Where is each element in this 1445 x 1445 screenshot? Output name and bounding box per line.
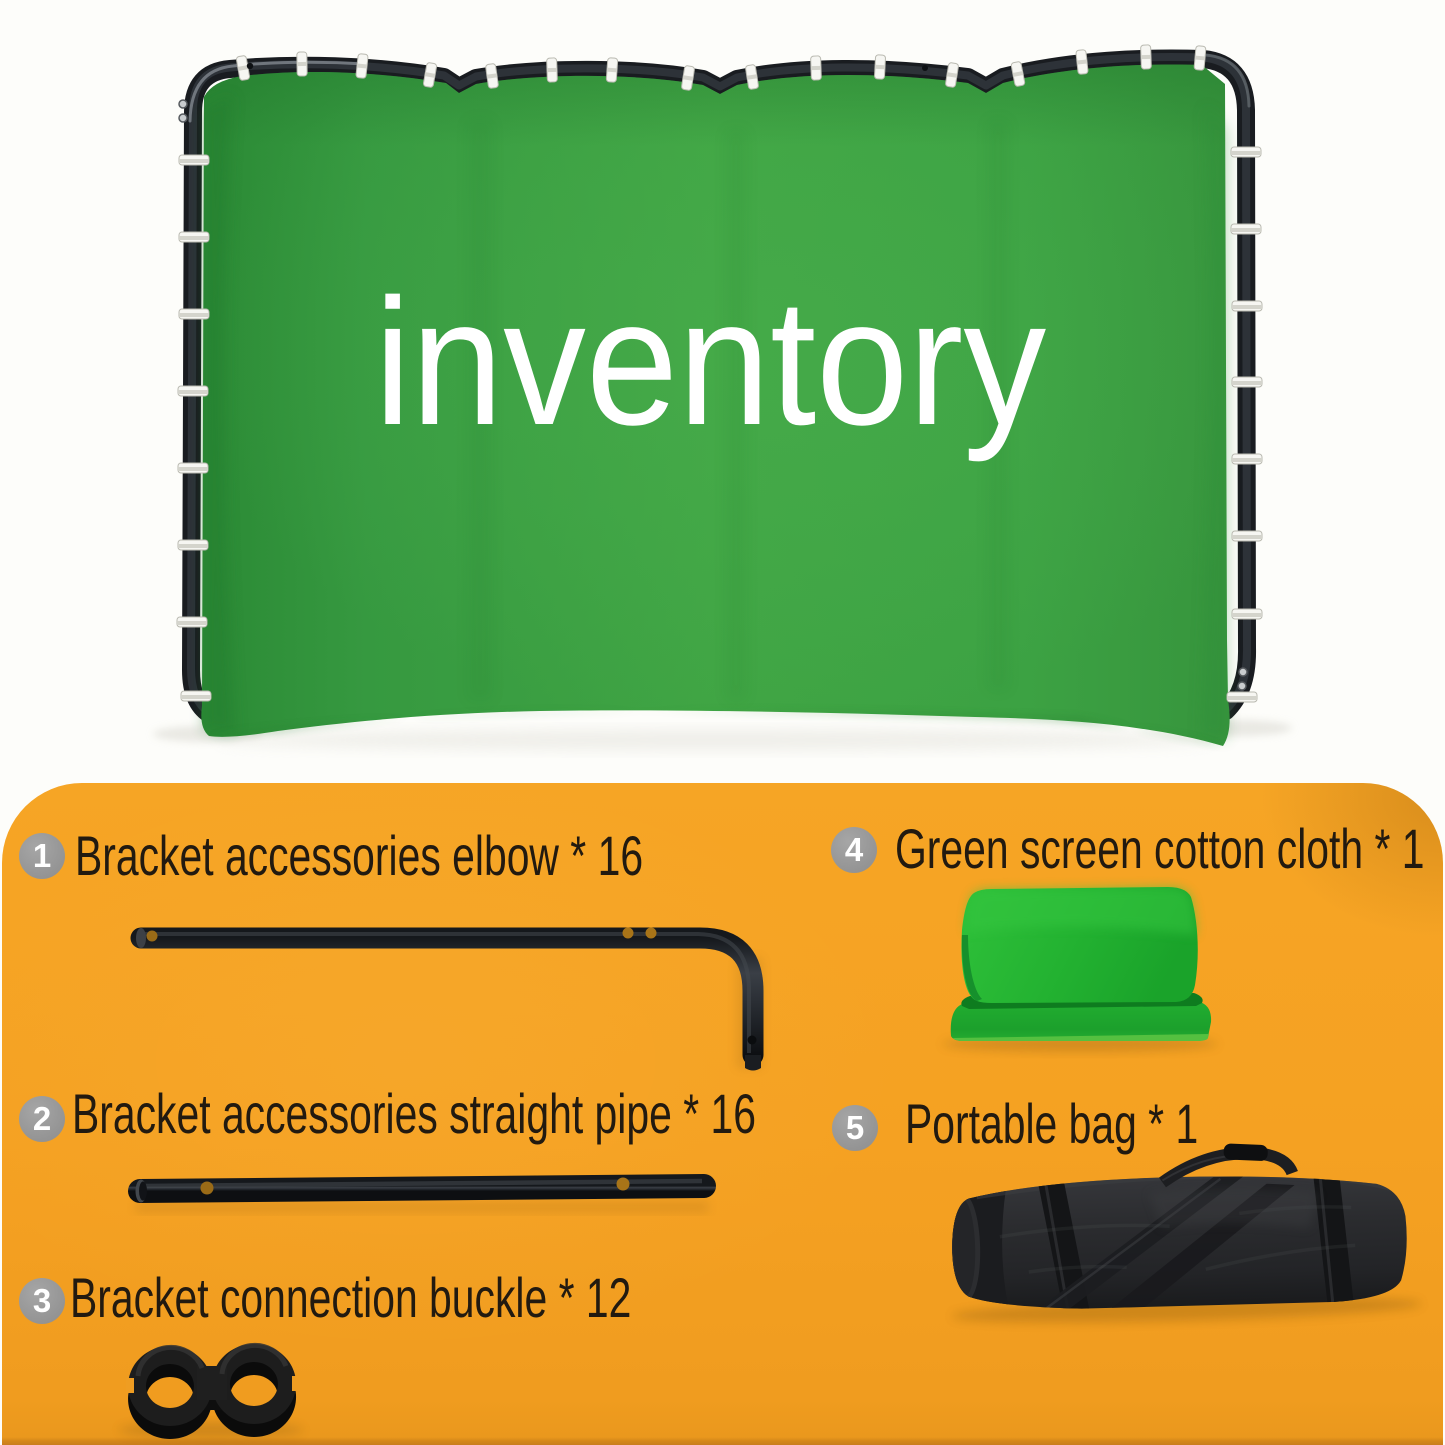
item-2-badge: 2 <box>19 1096 65 1142</box>
inventory-label: inventory <box>374 261 1046 463</box>
item-1-badge: 1 <box>19 833 65 879</box>
green-screen-cloth <box>201 64 1230 747</box>
item-5-badge: 5 <box>832 1105 878 1151</box>
backdrop-frame <box>182 49 1257 723</box>
item-3-label: Bracket connection buckle * 12 <box>70 1266 632 1329</box>
backdrop-photo: inventory <box>153 44 1292 750</box>
frame-bolts <box>178 62 1248 691</box>
item-5-label: Portable bag * 1 <box>905 1092 1199 1155</box>
parts-panel <box>2 783 1443 1445</box>
item-1-label: Bracket accessories elbow * 16 <box>75 824 644 887</box>
item-4-label: Green screen cotton cloth * 1 <box>895 817 1425 880</box>
item-4-badge: 4 <box>831 827 877 873</box>
item-3-badge: 3 <box>19 1278 65 1324</box>
item-2-label: Bracket accessories straight pipe * 16 <box>72 1082 756 1145</box>
